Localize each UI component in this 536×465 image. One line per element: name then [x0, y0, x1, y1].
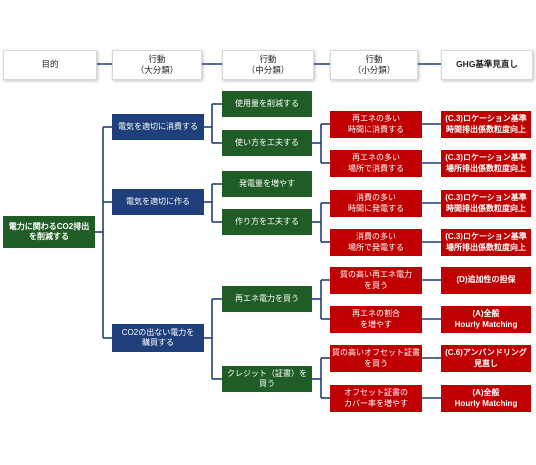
middle-buy-renewable-label: 再エネ電力を買う	[235, 293, 299, 303]
minor-box-5: 質の高い再エネ電力 を買う	[330, 267, 422, 294]
ghg-5-line1: (D)追加性の担保	[456, 275, 516, 285]
major-purchase-box: CO2の出ない電力を 購買する	[112, 324, 204, 352]
header-goal-line1: 目的	[41, 59, 59, 70]
ghg-box-6: (A)全般 Hourly Matching	[441, 306, 531, 333]
ghg-box-7: (C.6)アンバンドリング 見直し	[441, 345, 531, 372]
middle-reduce-usage-label: 使用量を削減する	[235, 98, 299, 108]
middle-buy-credit-label: クレジット（証書）を買う	[227, 368, 307, 388]
header-major-line1: 行動	[148, 53, 166, 64]
ghg-3-line2: 時間排出係数粒度向上	[446, 203, 526, 213]
minor-3-line2: 時間に発電する	[348, 203, 404, 213]
minor-7-line2: を買う	[364, 358, 388, 368]
minor-6-line2: を増やす	[360, 319, 392, 329]
middle-usage-method-box: 使い方を工夫する	[222, 130, 312, 156]
header-major-line2: （大分類）	[135, 65, 179, 75]
ghg-box-1: (C.3)ロケーション基準 時間排出係数粒度向上	[441, 111, 531, 138]
ghg-3-line1: (C.3)ロケーション基準	[445, 193, 527, 203]
minor-4-line1: 消費の多い	[356, 232, 396, 242]
header-major: 行動 （大分類）	[112, 50, 202, 80]
ghg-box-3: (C.3)ロケーション基準 時間排出係数粒度向上	[441, 190, 531, 217]
ghg-6-line1: (A)全般	[472, 309, 500, 319]
middle-increase-generation-label: 発電量を増やす	[239, 178, 295, 188]
minor-6-line1: 再エネの割合	[352, 309, 400, 319]
minor-box-8: オフセット証書の カバー率を増やす	[330, 385, 422, 412]
minor-box-1: 再エネの多い 時間に消費する	[330, 111, 422, 138]
middle-buy-credit-box: クレジット（証書）を買う	[222, 366, 312, 392]
ghg-box-8: (A)全般 Hourly Matching	[441, 385, 531, 412]
minor-3-line1: 消費の多い	[356, 193, 396, 203]
minor-box-6: 再エネの割合 を増やす	[330, 306, 422, 333]
header-goal: 目的	[3, 50, 97, 80]
root-goal-line1: 電力に関わるCO2排出	[8, 221, 90, 231]
minor-5-line1: 質の高い再エネ電力	[340, 270, 412, 280]
minor-8-line2: カバー率を増やす	[344, 398, 408, 408]
header-middle-line1: 行動	[259, 53, 277, 64]
middle-usage-method-label: 使い方を工夫する	[235, 137, 299, 147]
header-minor-line2: （小分類）	[352, 65, 396, 75]
minor-box-4: 消費の多い 場所で発電する	[330, 229, 422, 256]
major-consume-box: 電気を適切に消費する	[112, 114, 204, 140]
header-ghg-line1: GHG基準見直し	[456, 59, 518, 70]
major-generate-label: 電気を適切に作る	[126, 196, 190, 206]
ghg-2-line2: 場所排出係数粒度向上	[446, 163, 526, 173]
minor-7-line1: 質の高いオフセット証書	[332, 348, 420, 358]
minor-5-line2: を買う	[364, 280, 388, 290]
ghg-2-line1: (C.3)ロケーション基準	[445, 153, 527, 163]
minor-4-line2: 場所で発電する	[348, 242, 404, 252]
header-ghg: GHG基準見直し	[441, 50, 533, 80]
minor-8-line1: オフセット証書の	[344, 388, 408, 398]
minor-box-2: 再エネの多い 場所で消費する	[330, 150, 422, 177]
ghg-box-5: (D)追加性の担保	[441, 267, 531, 294]
root-goal-line2: を削減する	[29, 232, 69, 241]
ghg-4-line2: 場所排出係数粒度向上	[446, 242, 526, 252]
ghg-1-line2: 時間排出係数粒度向上	[446, 124, 526, 134]
ghg-7-line1: (C.6)アンバンドリング	[445, 348, 527, 358]
major-purchase-line1: CO2の出ない電力を	[121, 327, 195, 337]
header-middle: 行動 （中分類）	[222, 50, 314, 80]
ghg-8-line2: Hourly Matching	[454, 398, 518, 408]
ghg-1-line1: (C.3)ロケーション基準	[445, 114, 527, 124]
ghg-6-line2: Hourly Matching	[454, 319, 518, 329]
major-purchase-line2: 購買する	[142, 338, 174, 347]
header-minor-line1: 行動	[365, 53, 383, 64]
minor-2-line2: 場所で消費する	[348, 163, 404, 173]
middle-generation-method-box: 作り方を工夫する	[222, 209, 312, 235]
major-generate-box: 電気を適切に作る	[112, 189, 204, 215]
minor-box-7: 質の高いオフセット証書 を買う	[330, 345, 422, 372]
ghg-7-line2: 見直し	[474, 358, 498, 368]
minor-1-line2: 時間に消費する	[348, 124, 404, 134]
middle-reduce-usage-box: 使用量を削減する	[222, 91, 312, 117]
ghg-8-line1: (A)全般	[472, 388, 500, 398]
minor-2-line1: 再エネの多い	[352, 153, 400, 163]
minor-1-line1: 再エネの多い	[352, 114, 400, 124]
ghg-box-2: (C.3)ロケーション基準 場所排出係数粒度向上	[441, 150, 531, 177]
minor-box-3: 消費の多い 時間に発電する	[330, 190, 422, 217]
ghg-4-line1: (C.3)ロケーション基準	[445, 232, 527, 242]
root-goal-box: 電力に関わるCO2排出 を削減する	[3, 216, 95, 248]
middle-generation-method-label: 作り方を工夫する	[235, 216, 299, 226]
header-middle-line2: （中分類）	[246, 65, 290, 75]
middle-increase-generation-box: 発電量を増やす	[222, 171, 312, 197]
header-minor: 行動 （小分類）	[330, 50, 418, 80]
ghg-box-4: (C.3)ロケーション基準 場所排出係数粒度向上	[441, 229, 531, 256]
middle-buy-renewable-box: 再エネ電力を買う	[222, 286, 312, 312]
major-consume-label: 電気を適切に消費する	[118, 121, 198, 131]
